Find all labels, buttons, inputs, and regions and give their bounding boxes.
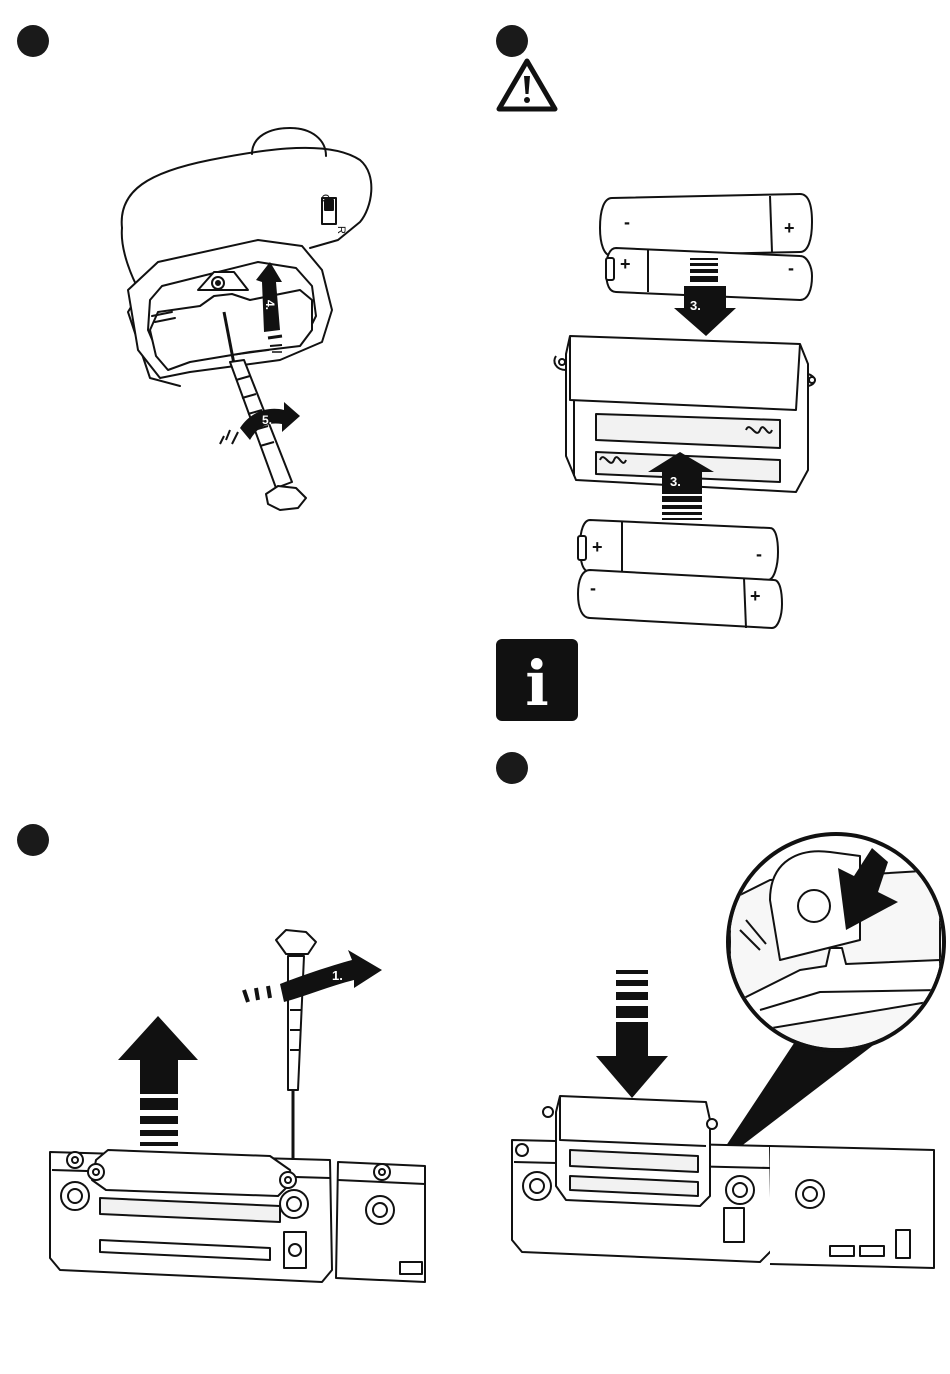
arrow-down-large: [596, 970, 668, 1098]
magnifier-callout: [728, 834, 944, 1060]
